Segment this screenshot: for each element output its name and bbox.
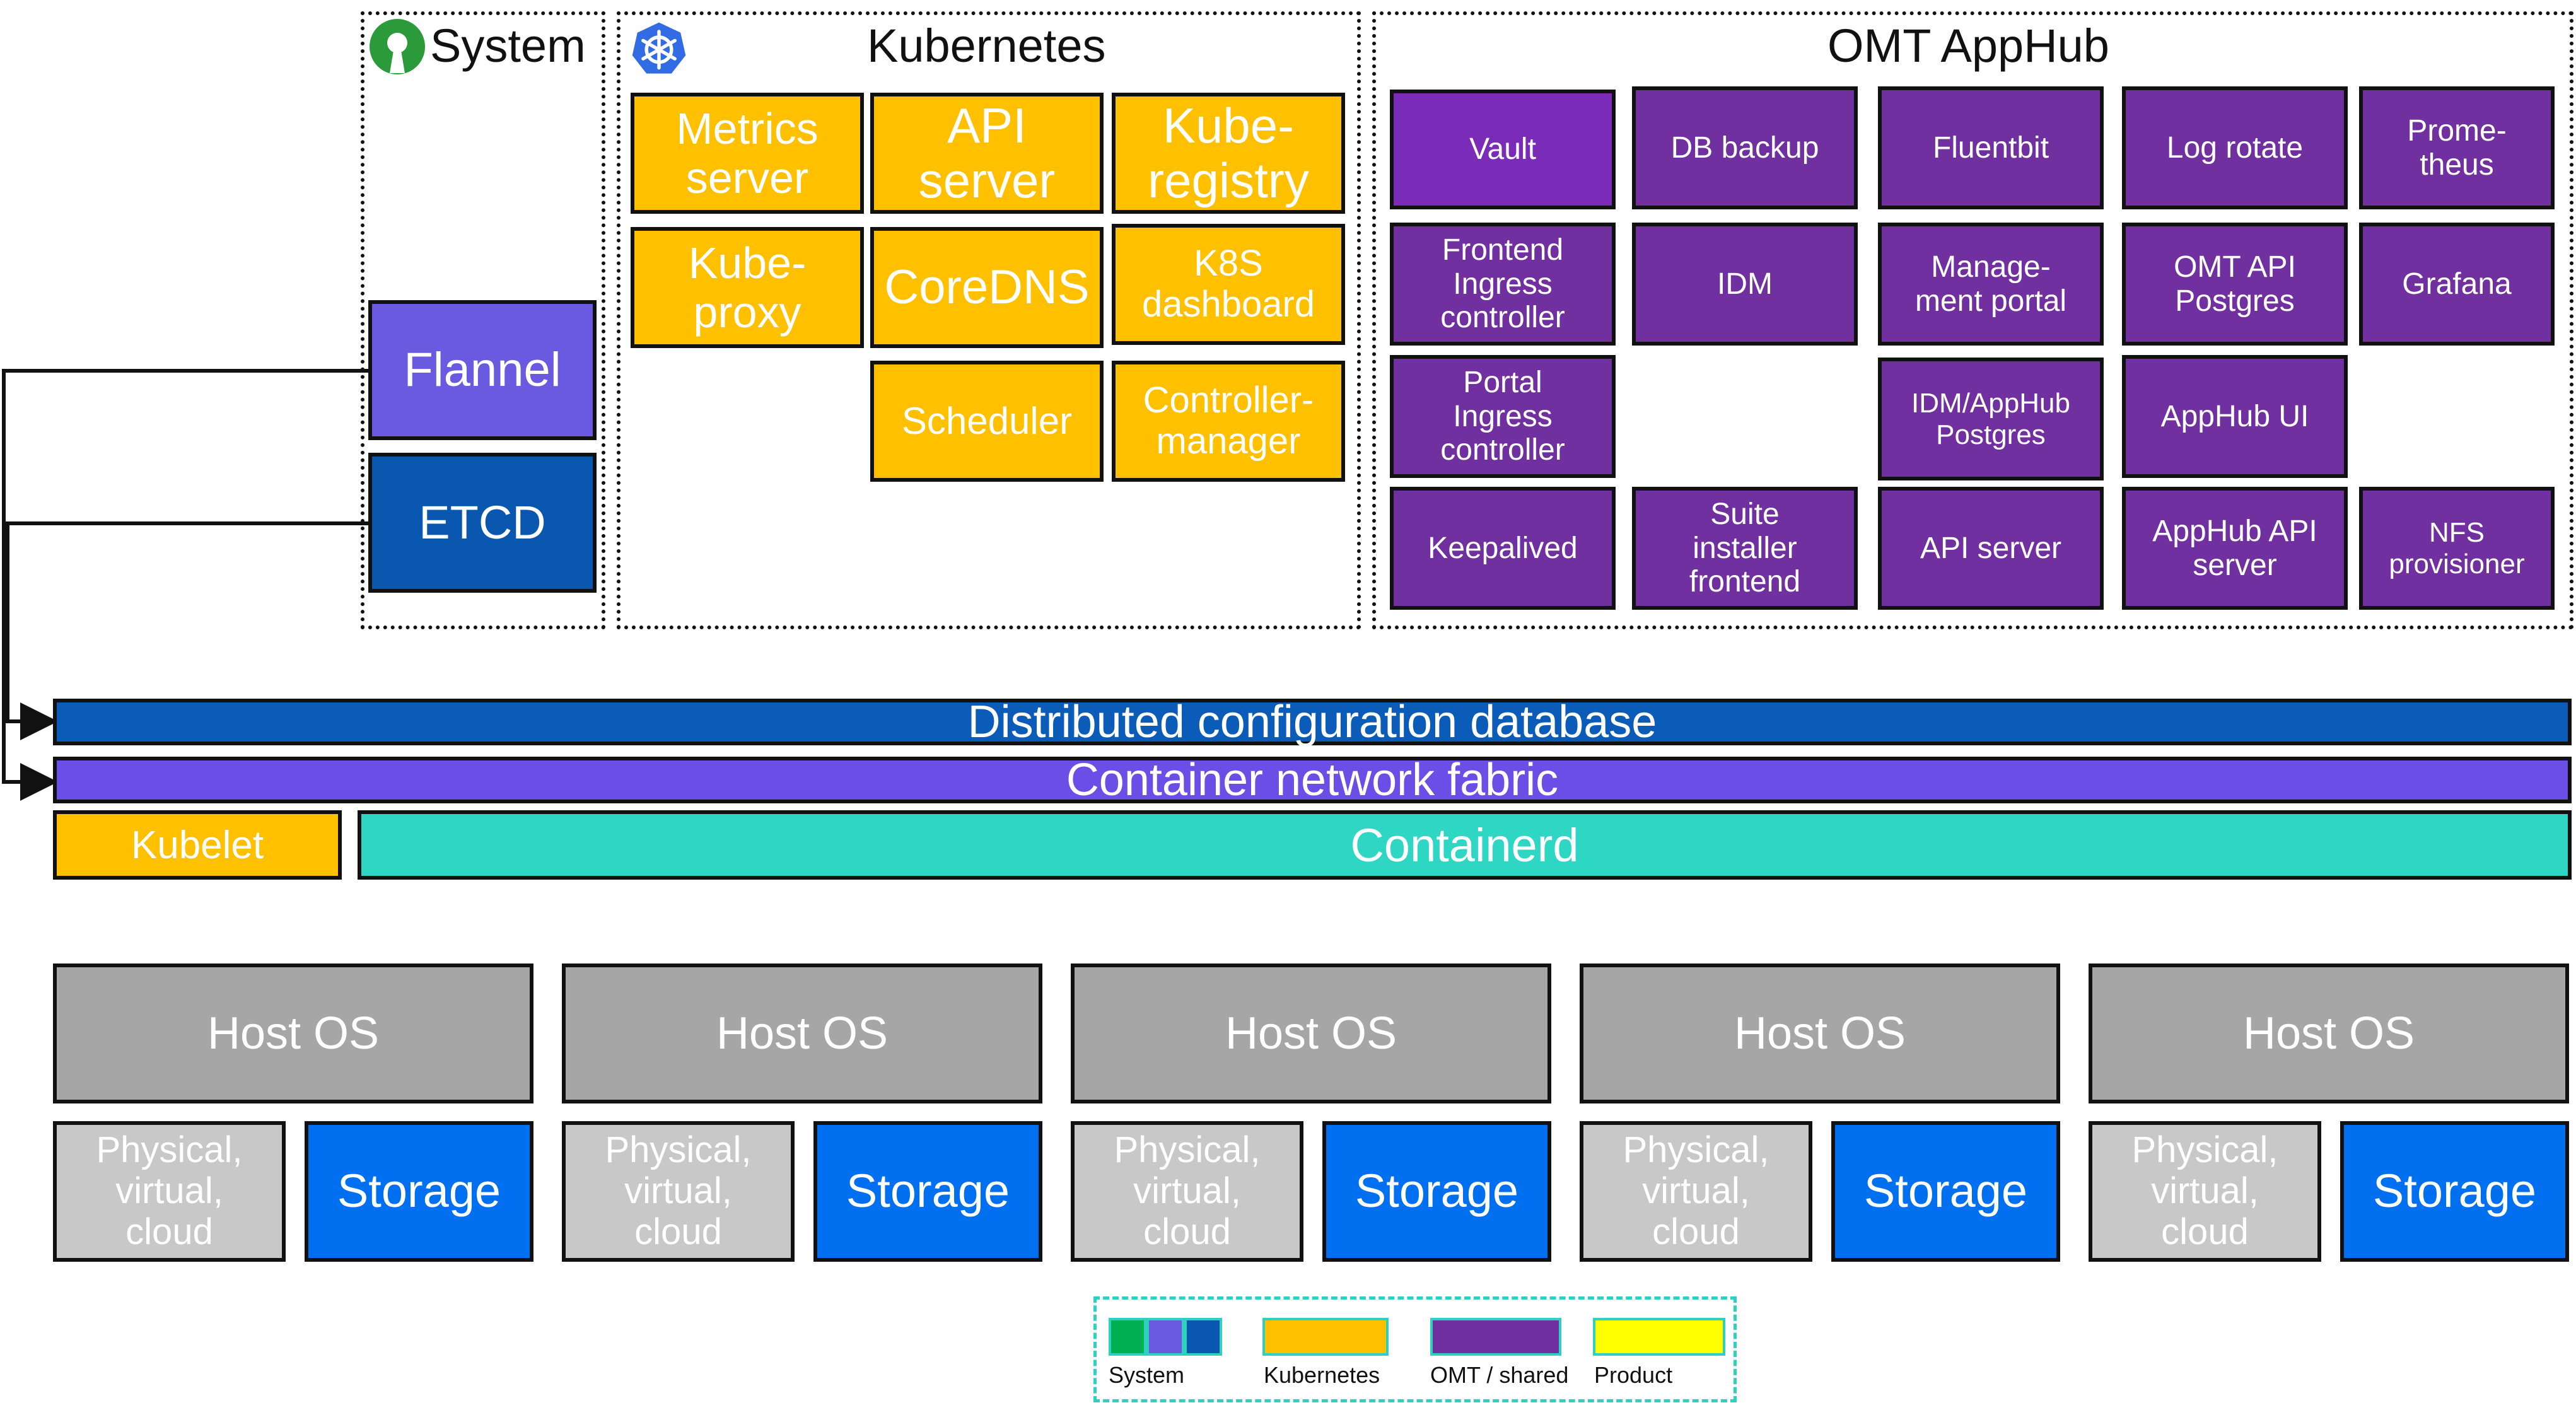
infra-box: Physical, virtual, cloud [53,1121,286,1262]
legend-product-label: Product [1594,1362,1673,1388]
legend-system-label: System [1109,1362,1185,1388]
omt-suite-installer-frontend: Suite installer frontend [1632,487,1858,610]
omt-apphub-title: OMT AppHub [1827,20,2109,72]
legend-omt-swatch [1430,1318,1561,1356]
legend [1093,1296,1737,1402]
kubelet-bar: Kubelet [53,810,342,880]
system-panel [361,11,605,629]
k8s-coredns: CoreDNS [870,227,1104,348]
flannel-connector [2,369,368,801]
infra-box: Physical, virtual, cloud [2089,1121,2321,1262]
system-title: System [430,20,586,72]
omt-log-rotate: Log rotate [2122,86,2348,209]
legend-system-swatch-purple [1146,1318,1184,1356]
host-os-box: Host OS [2089,963,2569,1103]
open-source-icon [370,19,425,74]
omt-api-postgres: OMT API Postgres [2122,223,2348,346]
legend-product-swatch [1593,1318,1725,1356]
distributed-configuration-database-bar: Distributed configuration database [53,697,2572,747]
omt-prometheus: Prome- theus [2359,86,2555,209]
storage-box: Storage [2340,1121,2569,1262]
host-os-box: Host OS [1071,963,1551,1103]
k8s-scheduler: Scheduler [870,361,1104,482]
infra-box: Physical, virtual, cloud [1071,1121,1303,1262]
omt-fluentbit: Fluentbit [1878,86,2104,209]
omt-api-server: API server [1878,487,2104,610]
etcd-connector [6,521,368,740]
kubernetes-icon [632,22,686,74]
storage-box: Storage [305,1121,533,1262]
flannel-box: Flannel [368,300,597,440]
k8s-dashboard: K8S dashboard [1112,224,1345,345]
omt-vault: Vault [1390,90,1616,209]
legend-system-swatch-green [1109,1318,1146,1356]
omt-db-backup: DB backup [1632,86,1858,209]
legend-system-swatch-blue [1184,1318,1222,1356]
omt-management-portal: Manage- ment portal [1878,223,2104,346]
etcd-box: ETCD [368,453,597,593]
omt-apphub-panel [1372,11,2573,629]
omt-grafana: Grafana [2359,223,2555,346]
omt-idm: IDM [1632,223,1858,346]
k8s-kube-registry: Kube- registry [1112,93,1345,214]
k8s-api-server: API server [870,93,1104,214]
storage-box: Storage [1831,1121,2060,1262]
omt-keepalived: Keepalived [1390,487,1616,610]
host-os-box: Host OS [1580,963,2060,1103]
k8s-controller-manager: Controller- manager [1112,361,1345,482]
container-network-fabric-bar: Container network fabric [53,755,2572,805]
storage-box: Storage [1322,1121,1551,1262]
omt-portal-ingress-controller: Portal Ingress controller [1390,355,1616,478]
k8s-metrics-server: Metrics server [631,93,864,214]
host-os-box: Host OS [562,963,1042,1103]
legend-kubernetes-swatch [1262,1318,1389,1356]
omt-apphub-ui: AppHub UI [2122,355,2348,478]
storage-box: Storage [813,1121,1042,1262]
infra-box: Physical, virtual, cloud [562,1121,795,1262]
legend-kubernetes-label: Kubernetes [1264,1362,1380,1388]
legend-omt-label: OMT / shared [1430,1362,1569,1388]
kubernetes-title: Kubernetes [867,20,1106,72]
omt-nfs-provisioner: NFS provisioner [2359,487,2555,610]
omt-apphub-api-server: AppHub API server [2122,487,2348,610]
k8s-kube-proxy: Kube- proxy [631,227,864,348]
containerd-bar: Containerd [358,810,2572,880]
host-os-box: Host OS [53,963,533,1103]
omt-frontend-ingress-controller: Frontend Ingress controller [1390,223,1616,346]
omt-idm-apphub-postgres: IDM/AppHub Postgres [1878,358,2104,480]
infra-box: Physical, virtual, cloud [1580,1121,1812,1262]
kubernetes-panel [617,11,1361,629]
